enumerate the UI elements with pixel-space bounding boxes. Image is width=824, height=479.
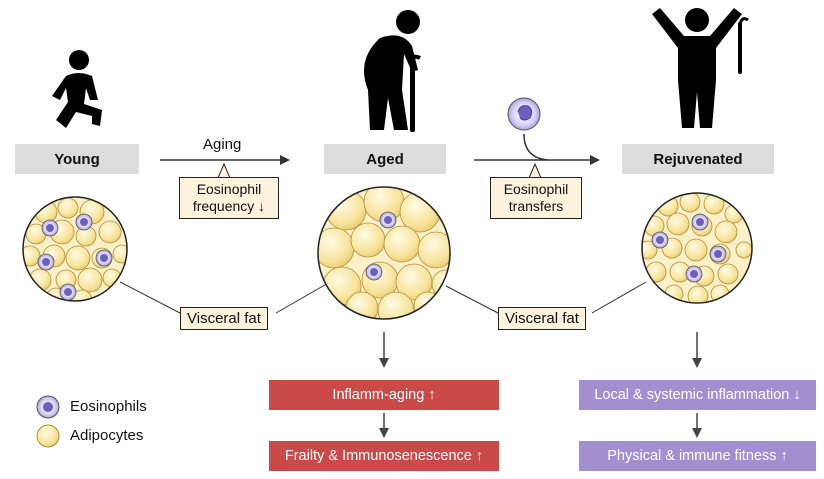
eosinophil-transfers-callout: Eosinophil transfers xyxy=(490,177,582,219)
aging-arrow xyxy=(160,155,290,165)
transfer-arrow xyxy=(474,133,600,165)
visceral-fat-label-right: Visceral fat xyxy=(498,307,586,330)
adipocyte-legend-icon xyxy=(36,424,60,448)
eosinophil-frequency-line1: Eosinophil xyxy=(196,181,262,197)
eosinophil-frequency-callout: Eosinophil frequency ↓ xyxy=(179,177,279,219)
fitness-increase-bar: Physical & immune fitness ↑ xyxy=(579,441,816,471)
elderly-person-icon xyxy=(364,10,421,132)
stage-young-label: Young xyxy=(15,144,139,174)
fat-connectors xyxy=(119,281,647,314)
inflamm-aging-bar: Inflamm-aging ↑ xyxy=(269,380,499,410)
eosinophil-frequency-line2: frequency ↓ xyxy=(192,198,266,214)
eosinophils-in-fat xyxy=(37,211,727,301)
aged-visceral-fat xyxy=(317,186,451,320)
stage-aged-label: Aged xyxy=(324,144,446,174)
frailty-immunosenescence-bar: Frailty & Immunosenescence ↑ xyxy=(269,441,499,471)
legend-eosinophils-label: Eosinophils xyxy=(70,398,147,415)
visceral-fat-label-left: Visceral fat xyxy=(180,307,268,330)
eosinophil-transfers-line1: Eosinophil xyxy=(503,181,569,197)
rejuvenated-visceral-fat xyxy=(641,192,753,304)
young-child-icon xyxy=(52,50,102,128)
rejuvenated-person-icon xyxy=(652,8,749,128)
legend-adipocytes-label: Adipocytes xyxy=(70,427,144,444)
stage-rejuvenated-label: Rejuvenated xyxy=(622,144,774,174)
down-arrows xyxy=(379,332,702,438)
transferred-eosinophil-icon xyxy=(507,97,541,131)
eosinophil-transfers-line2: transfers xyxy=(508,198,564,214)
inflammation-decrease-bar: Local & systemic inflammation ↓ xyxy=(579,380,816,410)
eosinophil-legend-icon xyxy=(36,395,60,419)
aging-label: Aging xyxy=(203,136,242,153)
